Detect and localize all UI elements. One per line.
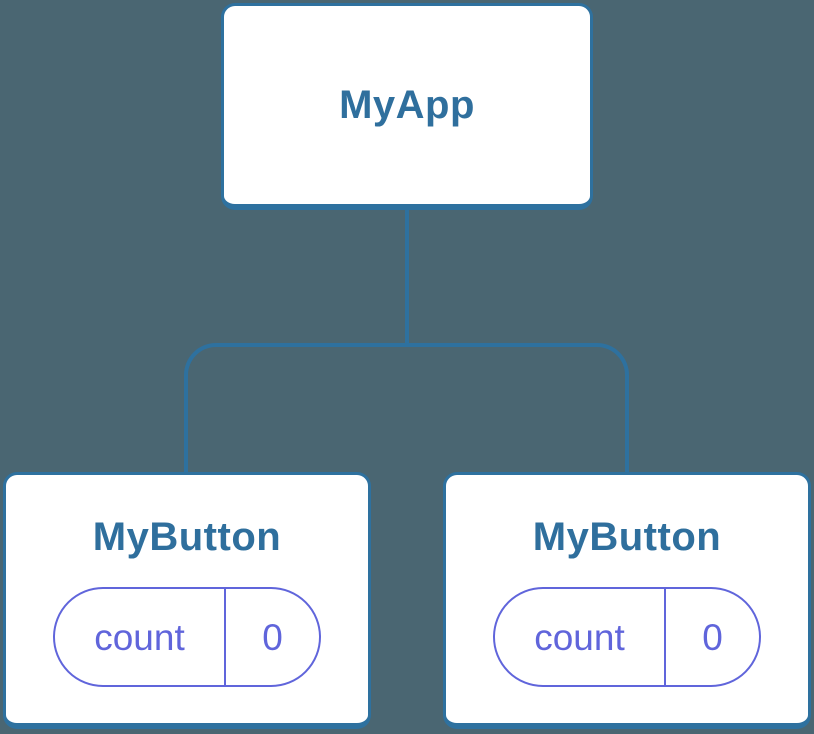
component-node-mybutton-left: MyButton count 0 — [3, 472, 371, 729]
connector-stem-line — [405, 208, 409, 345]
component-node-myapp: MyApp — [221, 3, 593, 210]
state-value: 0 — [702, 616, 723, 658]
node-title: MyApp — [339, 83, 475, 127]
component-node-mybutton-right: MyButton count 0 — [443, 472, 811, 729]
state-pill: count 0 — [493, 587, 761, 687]
state-value: 0 — [262, 616, 283, 658]
state-label: count — [55, 589, 226, 685]
state-pill: count 0 — [53, 587, 321, 687]
node-title: MyButton — [532, 515, 722, 559]
node-title: MyButton — [92, 515, 282, 559]
state-label: count — [495, 589, 666, 685]
connector-bracket-line — [184, 343, 629, 472]
